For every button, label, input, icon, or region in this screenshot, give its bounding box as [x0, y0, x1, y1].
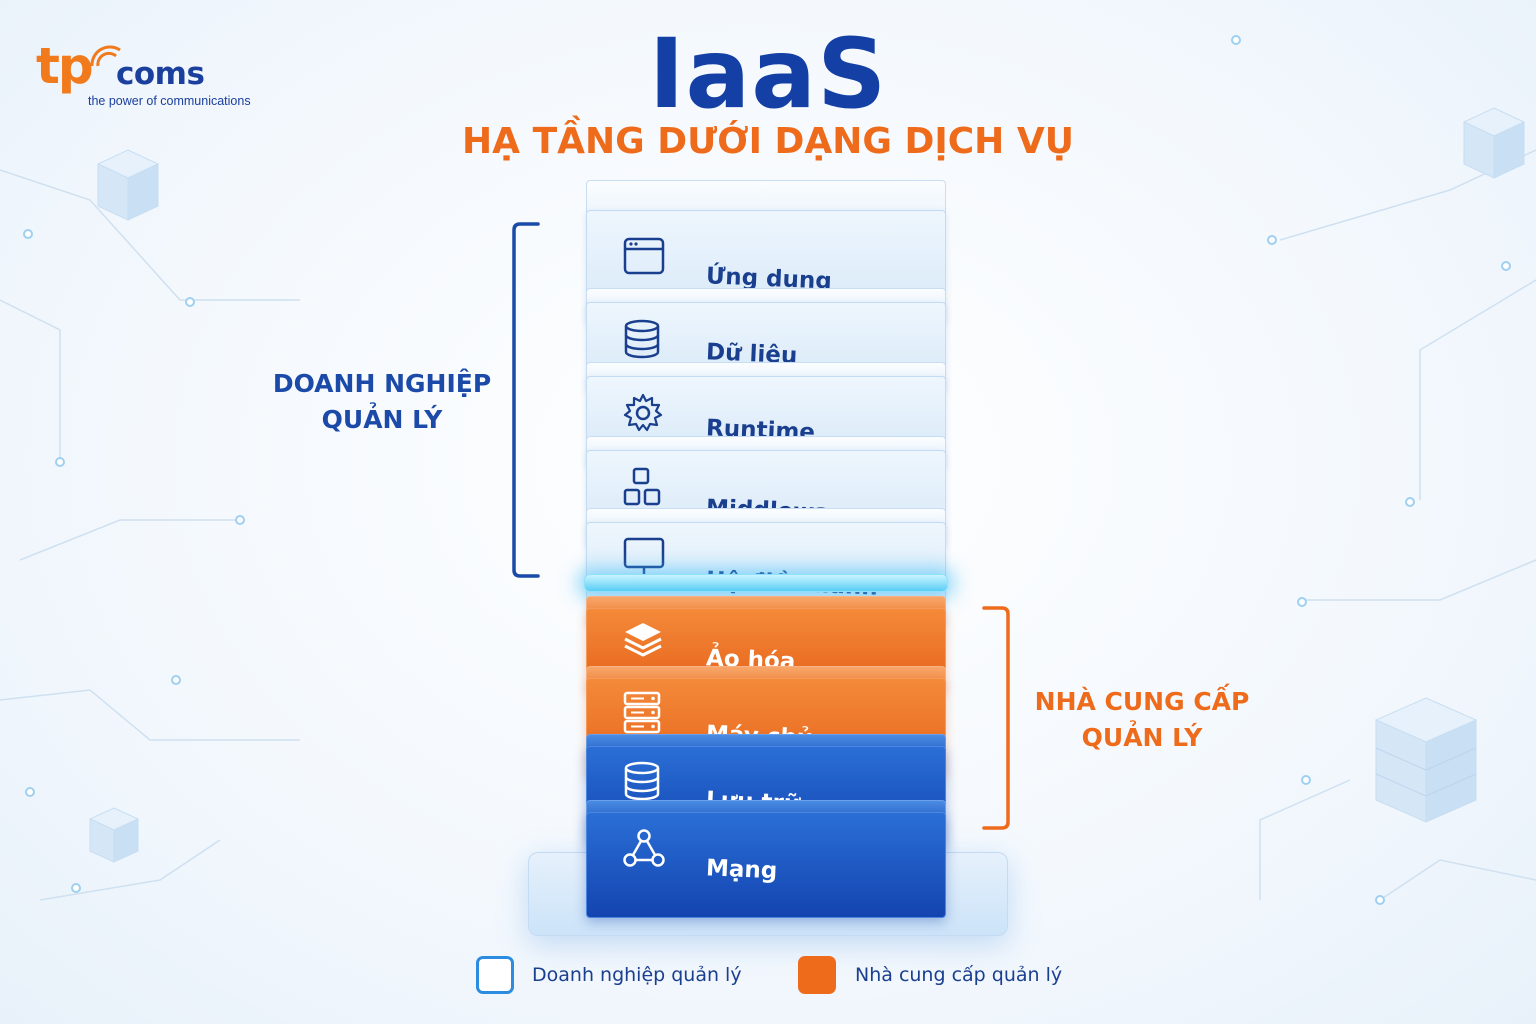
boundary-glow-divider: [584, 574, 948, 592]
provider-bracket: [982, 606, 1010, 830]
signal-arc-icon: [90, 45, 121, 67]
enterprise-label-line1: DOANH NGHIỆP: [272, 369, 492, 398]
enterprise-label-line2: QUẢN LÝ: [321, 405, 443, 434]
gear-icon: [622, 392, 664, 434]
provider-label-line2: QUẢN LÝ: [1081, 723, 1203, 752]
layers-icon: [622, 620, 664, 660]
enterprise-bracket: [512, 222, 540, 578]
page-subtitle: HẠ TẦNG DƯỚI DẠNG DỊCH VỤ: [462, 121, 1074, 162]
blocks-icon: [622, 466, 664, 508]
legend-enterprise-swatch: [476, 956, 514, 994]
logo-brand-suffix: coms: [116, 56, 205, 92]
legend-provider-swatch: [798, 956, 836, 994]
tpcoms-logo: tp coms the power of communications: [36, 36, 251, 116]
network-icon: [622, 828, 666, 870]
storage-icon: [622, 760, 662, 802]
provider-label-line1: NHÀ CUNG CẤP: [1034, 687, 1250, 716]
enterprise-managed-label: DOANH NGHIỆP QUẢN LÝ: [262, 366, 502, 438]
database-icon: [622, 318, 662, 360]
layer-network: Mạng: [586, 800, 946, 918]
page-title: IaaS: [648, 18, 888, 130]
provider-managed-label: NHÀ CUNG CẤP QUẢN LÝ: [1022, 684, 1262, 756]
legend-provider-label: Nhà cung cấp quản lý: [855, 964, 1063, 986]
logo-brand-prefix: tp: [36, 37, 94, 95]
app-window-icon: [622, 236, 666, 276]
server-icon: [622, 690, 662, 734]
legend-enterprise-label: Doanh nghiệp quản lý: [532, 964, 742, 986]
logo-tagline: the power of communications: [88, 94, 251, 108]
